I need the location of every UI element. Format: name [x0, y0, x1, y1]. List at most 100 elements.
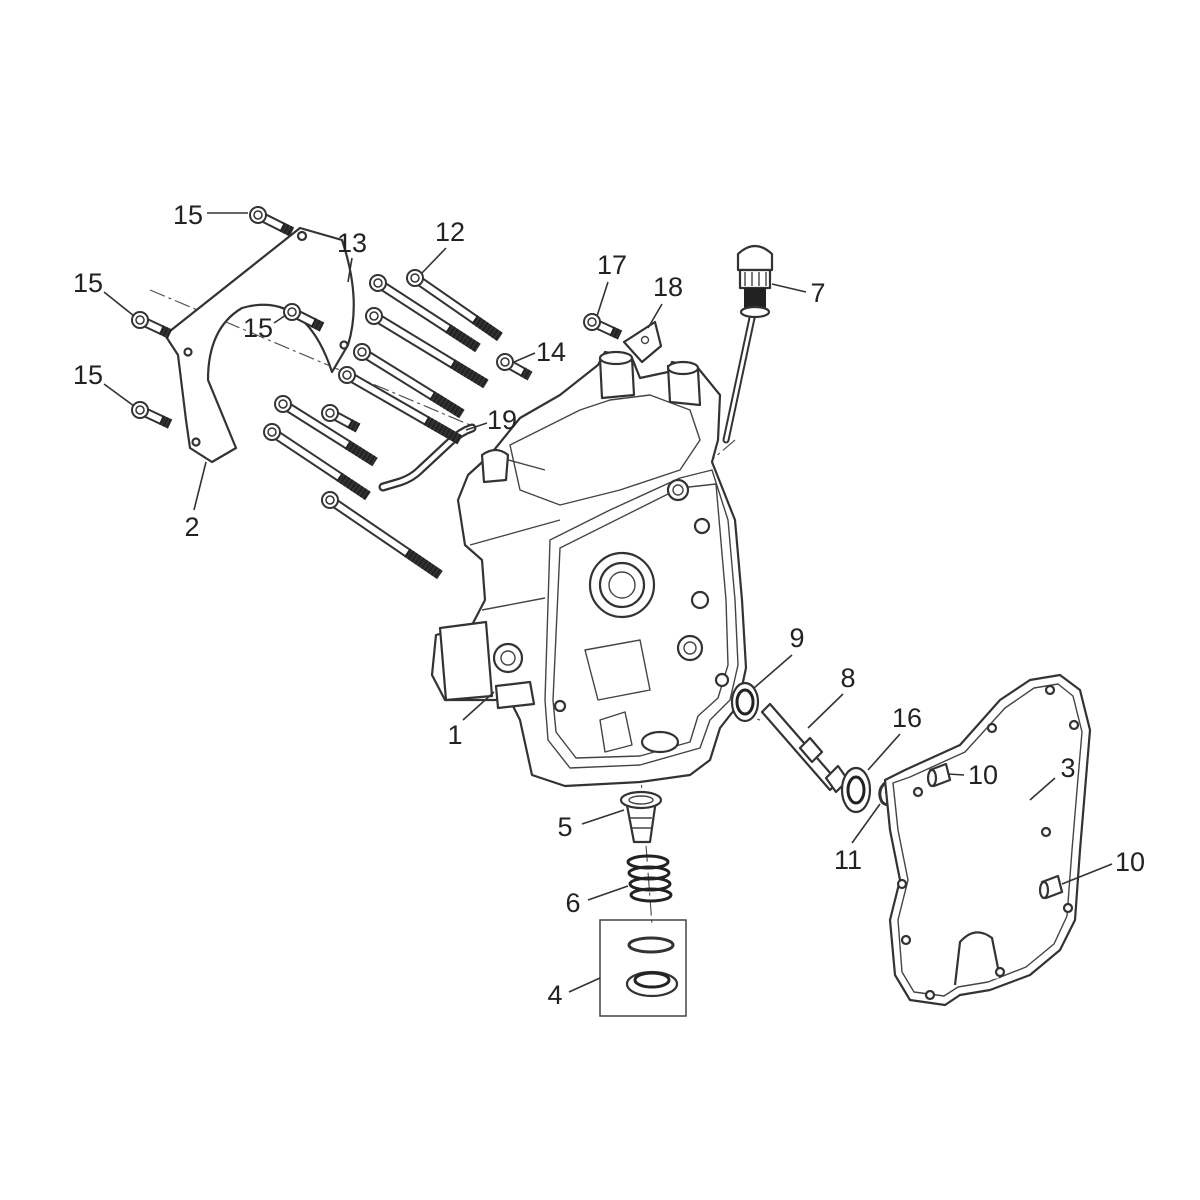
- bolt-head-socket: [357, 347, 367, 357]
- crankcase-top-tab-cap: [666, 360, 700, 376]
- callout-number: 3: [1060, 753, 1075, 783]
- leader-line: [103, 291, 135, 317]
- callout-number: 2: [184, 512, 199, 542]
- callout-number: 15: [243, 313, 273, 343]
- bolt-head: [369, 274, 387, 292]
- bolt-head-socket: [135, 405, 145, 415]
- bolt-head: [338, 366, 356, 384]
- bolt-head: [353, 343, 371, 361]
- crankcase-gasket-face: [552, 483, 729, 759]
- long-bolt-12: [365, 307, 489, 389]
- bolt-thread: [423, 416, 463, 445]
- filter-cap-ring-inner: [633, 971, 671, 989]
- gasket-bolt-hole: [924, 989, 936, 1001]
- long-bolt-12: [263, 423, 371, 501]
- crankcase-pocket: [584, 639, 651, 701]
- dowel-pin-end: [926, 768, 938, 788]
- long-bolt-12: [274, 395, 378, 467]
- callout-number: 1: [447, 720, 462, 750]
- bolt-shank: [372, 313, 454, 367]
- oil-seal-inner: [735, 688, 755, 716]
- bolt-head-socket: [135, 315, 145, 325]
- gasket-bolt-hole: [1068, 719, 1080, 731]
- breather-pipe: [378, 423, 477, 492]
- dowel-pin: [926, 762, 952, 788]
- gasket-bolt-hole: [896, 878, 908, 890]
- shield-hole: [191, 437, 201, 447]
- bolt-head: [274, 395, 292, 413]
- leader-line: [596, 281, 609, 317]
- shaft-bore: [676, 634, 704, 662]
- leader-line: [1029, 777, 1056, 801]
- bolt-head-socket: [325, 495, 335, 505]
- cover-gasket: [883, 673, 1092, 1007]
- crankcase-left-lobe: [438, 620, 494, 702]
- callouts: 15 13 12 17 18 7 15 15 14 15 19 2 1 9 8 …: [73, 200, 1145, 1010]
- callout-number: 18: [653, 272, 683, 302]
- bolt-thread: [347, 419, 361, 433]
- leader-line: [753, 654, 793, 689]
- filter-plug-flange: [619, 790, 663, 810]
- bolt-thread: [449, 359, 489, 389]
- callout-number: 13: [337, 228, 367, 258]
- bolt-head-socket: [500, 357, 510, 367]
- callout-number: 11: [834, 845, 862, 875]
- bolt-head-socket: [410, 273, 420, 283]
- shield-hole: [183, 347, 193, 357]
- gasket-bolt-hole: [1044, 684, 1056, 696]
- gasket-notch: [953, 931, 1002, 986]
- crankcase-slot: [494, 680, 536, 710]
- bolt-head: [283, 303, 301, 321]
- crankcase-rib: [599, 711, 633, 753]
- callout-number: 9: [789, 623, 804, 653]
- short-bolt: [321, 404, 361, 433]
- oring: [627, 936, 675, 954]
- bolt-15-middle: [283, 303, 325, 332]
- bolt-head: [406, 269, 424, 287]
- dowel-pin: [1038, 874, 1064, 900]
- gasket-bolt-hole: [912, 786, 924, 798]
- dipstick-rod: [724, 316, 754, 442]
- gasket-bolt-hole: [1062, 902, 1074, 914]
- callout-number: 10: [1115, 847, 1145, 877]
- bolt-15-left-lower: [131, 401, 173, 429]
- bolt-head: [131, 311, 149, 329]
- bolt-thread: [158, 325, 173, 339]
- callout-number: 16: [892, 703, 922, 733]
- bolt-shank: [413, 275, 477, 322]
- filter-plug-socket: [628, 795, 654, 805]
- leader-lines: [103, 212, 1113, 993]
- leader-line: [513, 352, 536, 363]
- long-bolt-12: [321, 491, 443, 580]
- leader-line: [465, 422, 488, 431]
- bearing: [840, 766, 872, 814]
- callout-number: 15: [173, 200, 203, 230]
- upper-boss-hole: [672, 484, 684, 496]
- oil-seal: [730, 681, 760, 723]
- left-boss: [492, 642, 524, 674]
- bolt-14: [496, 353, 533, 381]
- crankcase-sealing-face: [544, 469, 739, 769]
- callout-number: 6: [565, 888, 580, 918]
- leader-line: [587, 885, 629, 901]
- leader-line: [347, 257, 353, 283]
- filter-plug: [619, 790, 663, 844]
- leader-line: [947, 773, 965, 776]
- callout-number: 4: [547, 980, 562, 1010]
- shield-plate: [163, 226, 355, 464]
- breather-pipe-body: [380, 425, 475, 490]
- bolt-thread: [445, 324, 481, 353]
- callout-number: 19: [487, 405, 517, 435]
- bolt-shank: [328, 497, 409, 555]
- callout-number: 12: [435, 217, 465, 247]
- bolt-head-socket: [278, 399, 288, 409]
- leader-line: [647, 303, 663, 329]
- dipstick: [722, 244, 774, 444]
- bolt-shank: [345, 372, 428, 424]
- upper-boss: [666, 478, 690, 502]
- oring-kit-box: [599, 919, 687, 1017]
- long-bolt-12: [353, 343, 465, 419]
- bolt-head: [496, 353, 514, 371]
